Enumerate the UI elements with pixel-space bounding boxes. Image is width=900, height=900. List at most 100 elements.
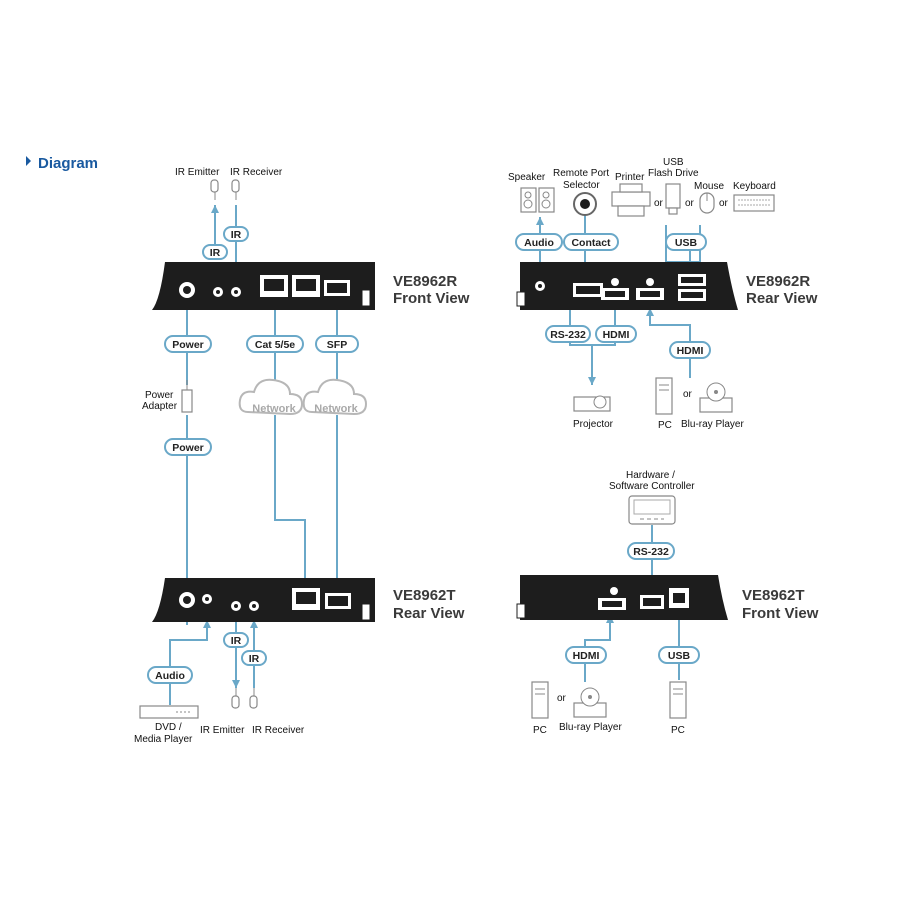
rs232-pill-label: RS-232 — [550, 329, 586, 341]
heading-bullet-icon — [26, 156, 31, 166]
power-adapter-label: Power — [145, 390, 174, 401]
sfp-pill-label: SFP — [327, 339, 347, 351]
or-label: or — [719, 198, 729, 209]
ve8962t-front-view: Front View — [742, 605, 819, 622]
controller-icon — [628, 495, 676, 525]
ve8962t-rear-device — [152, 578, 375, 622]
ir-pill-label: IR — [231, 229, 242, 241]
mouse-icon — [699, 192, 715, 214]
power-adapter-icon — [181, 380, 193, 413]
power-pill-label: Power — [172, 339, 204, 351]
dvd-label: DVD / — [155, 722, 182, 733]
usb-pill-label: USB — [675, 237, 698, 249]
ve8962t-rear-model: VE8962T — [393, 587, 456, 604]
remote-port-selector-icon — [573, 192, 597, 216]
audio-pill — [515, 233, 563, 251]
cat-pill-label: Cat 5/5e — [255, 339, 295, 351]
or-label: or — [557, 693, 567, 704]
ve8962r-rear-section: Speaker Remote Port Selector Printer or … — [508, 157, 818, 431]
printer-icon — [611, 183, 651, 217]
hdmi-pill — [669, 341, 711, 359]
ir-emitter-label: IR Emitter — [175, 167, 220, 178]
ir-pill-label: IR — [210, 247, 221, 259]
ve8962t-rear-view: Rear View — [393, 605, 465, 622]
pc-icon — [655, 377, 673, 415]
or-label: or — [683, 389, 693, 400]
power-pill — [164, 438, 212, 456]
ir-pill-label: IR — [231, 635, 242, 647]
bluray-label: Blu-ray Player — [681, 419, 744, 430]
ir-receiver-label: IR Receiver — [252, 725, 305, 736]
ir-pill — [241, 650, 267, 666]
usb-flash-label: USB — [663, 157, 684, 168]
audio-pill-label: Audio — [155, 670, 185, 682]
rs232-pill-label: RS-232 — [633, 546, 669, 558]
rs232-pill — [627, 542, 675, 560]
rs232-pill — [545, 325, 591, 343]
usb-flash-drive-icon — [665, 183, 681, 215]
projector-icon — [573, 395, 611, 412]
bluray-label: Blu-ray Player — [559, 722, 622, 733]
remote-port-label: Selector — [563, 180, 600, 191]
bluray-player-icon — [699, 382, 733, 413]
network-label: Network — [252, 403, 296, 415]
usb-pill — [665, 233, 707, 251]
ve8962r-front-model: VE8962R — [393, 273, 457, 290]
hdmi-pill-label: HDMI — [677, 345, 704, 357]
audio-pill-label: Audio — [524, 237, 554, 249]
hdmi-pill — [565, 646, 607, 664]
hdmi-pill-label: HDMI — [603, 329, 630, 341]
ir-pill — [202, 244, 228, 260]
audio-pill — [147, 666, 193, 684]
power-pill-label: Power — [172, 442, 204, 454]
pc-label: PC — [671, 725, 685, 736]
remote-port-label: Remote Port — [553, 168, 609, 179]
hdmi-pill-label: HDMI — [573, 650, 600, 662]
ve8962t-front-model: VE8962T — [742, 587, 805, 604]
contact-pill — [563, 233, 619, 251]
usb-pill-label: USB — [668, 650, 691, 662]
controller-label: Hardware / — [626, 470, 675, 481]
sfp-pill — [315, 335, 359, 353]
network-cloud-icon — [238, 378, 304, 416]
ve8962r-front-view: Front View — [393, 290, 470, 307]
bluray-player-icon — [573, 687, 607, 718]
ve8962r-rear-device — [516, 262, 738, 310]
mouse-label: Mouse — [694, 181, 724, 192]
or-label: or — [654, 198, 664, 209]
usb-flash-label: Flash Drive — [648, 168, 699, 179]
ir-pill-label: IR — [249, 653, 260, 665]
hdmi-pill — [595, 325, 637, 343]
ve8962r-front-section: IR Emitter IR Receiver IR IR VE8962R Fro… — [142, 167, 470, 590]
ir-emitter-label: IR Emitter — [200, 725, 245, 736]
ve8962r-front-device — [152, 262, 375, 310]
ir-emitter-icon — [231, 688, 240, 709]
pc-icon — [669, 681, 687, 719]
dvd-label: Media Player — [134, 734, 193, 745]
ir-receiver-icon — [231, 179, 240, 200]
ir-pill — [223, 632, 249, 648]
ir-emitter-icon — [210, 179, 219, 200]
ve8962t-rear-section: VE8962T Rear View IR IR Audio DVD / Medi… — [134, 578, 465, 745]
diagram-heading: Diagram — [38, 155, 98, 172]
or-label: or — [685, 198, 695, 209]
keyboard-icon — [733, 194, 775, 212]
power-pill — [164, 335, 212, 353]
ir-receiver-icon — [249, 688, 258, 709]
network-cloud-icon — [302, 378, 368, 416]
keyboard-label: Keyboard — [733, 181, 776, 192]
dvd-player-icon — [139, 705, 199, 719]
pc-icon — [531, 681, 549, 719]
ve8962t-front-section: Hardware / Software Controller RS-232 VE… — [516, 470, 819, 736]
speaker-label: Speaker — [508, 172, 546, 183]
ve8962t-front-device — [516, 575, 728, 620]
controller-label: Software Controller — [609, 481, 695, 492]
pc-label: PC — [658, 420, 672, 431]
ve8962r-rear-view: Rear View — [746, 290, 818, 307]
cat-pill — [246, 335, 304, 353]
speaker-icon — [520, 187, 555, 213]
power-adapter-label: Adapter — [142, 401, 178, 412]
ve8962r-rear-model: VE8962R — [746, 273, 810, 290]
ir-receiver-label: IR Receiver — [230, 167, 283, 178]
